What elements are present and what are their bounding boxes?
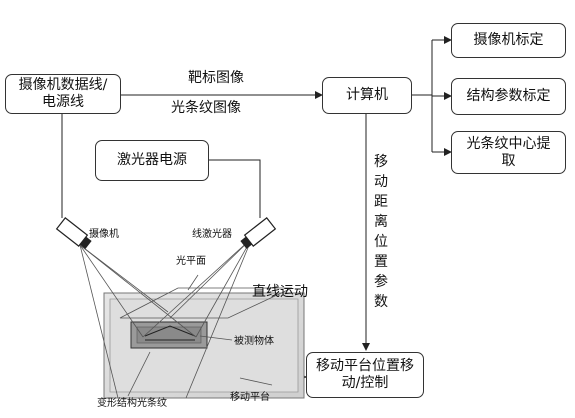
line-laser-label: 线激光器 — [192, 229, 232, 240]
camera-label: 摄像机 — [89, 229, 119, 240]
calib-camera-text: 摄像机标定 — [473, 32, 544, 48]
stripe-center-text: 光条纹中心提取 — [466, 135, 551, 169]
object-shape — [130, 321, 208, 349]
light-plane-shape — [119, 287, 293, 319]
stripe-image-label: 光条纹图像 — [171, 100, 241, 116]
light-plane-label: 光平面 — [176, 256, 206, 267]
moving-platform-label: 移动平台 — [230, 392, 270, 403]
computer-text: 计算机 — [346, 87, 388, 103]
camera-data-line-box: 摄像机数据线/电源线 — [5, 74, 121, 114]
calib-struct-box: 结构参数标定 — [451, 78, 566, 115]
target-image-label: 靶标图像 — [188, 70, 244, 86]
stripe-center-box: 光条纹中心提取 — [451, 131, 566, 174]
camera-device — [55, 217, 92, 249]
computer-box: 计算机 — [322, 77, 412, 114]
camera-data-line-text: 摄像机数据线/电源线 — [18, 77, 108, 110]
object-label: 被测物体 — [234, 336, 274, 347]
laser-power-text: 激光器电源 — [117, 152, 187, 168]
platform-control-text: 移动平台位置移动/控制 — [316, 358, 414, 391]
move-params-label: 移动距离位置参数 — [374, 154, 388, 310]
platform-control-box: 移动平台位置移动/控制 — [306, 352, 424, 398]
linear-motion-label: 直线运动 — [252, 284, 308, 300]
laser-power-box: 激光器电源 — [95, 140, 209, 181]
laser-device — [240, 217, 277, 249]
calib-struct-text: 结构参数标定 — [466, 88, 551, 104]
laser-cable — [209, 159, 261, 218]
deformed-stripe-label: 变形结构光条纹 — [97, 398, 167, 409]
calib-camera-box: 摄像机标定 — [451, 23, 566, 58]
